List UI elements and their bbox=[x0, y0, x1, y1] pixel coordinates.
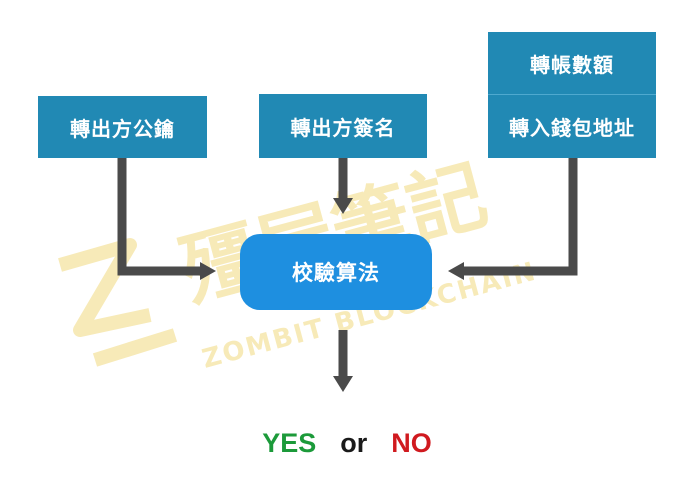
arrowhead-right bbox=[200, 262, 216, 280]
result-line: YES or NO bbox=[0, 420, 694, 466]
box-sender-signature: 轉出方簽名 bbox=[259, 94, 427, 158]
box-label: 校驗算法 bbox=[292, 261, 380, 285]
result-yes: YES bbox=[262, 427, 317, 458]
connector-wallet-info bbox=[464, 158, 578, 276]
arrowhead-left bbox=[448, 262, 464, 280]
box-label: 轉出方公鑰 bbox=[70, 116, 175, 141]
box-label: 轉入錢包地址 bbox=[509, 116, 635, 140]
box-label: 轉出方簽名 bbox=[290, 115, 396, 140]
box-transfer-amount: 轉帳數額 bbox=[488, 32, 656, 94]
arrowhead-down-result bbox=[333, 376, 353, 392]
result-no: NO bbox=[391, 427, 432, 458]
arrowhead-down-signature bbox=[333, 198, 353, 214]
box-wallet-address: 轉入錢包地址 bbox=[488, 94, 656, 158]
result-or: or bbox=[340, 427, 368, 458]
box-sender-public-key: 轉出方公鑰 bbox=[38, 96, 207, 158]
box-label: 轉帳數額 bbox=[530, 52, 614, 77]
box-verification-algorithm: 校驗算法 bbox=[240, 234, 432, 310]
connector-public-key bbox=[117, 158, 200, 276]
